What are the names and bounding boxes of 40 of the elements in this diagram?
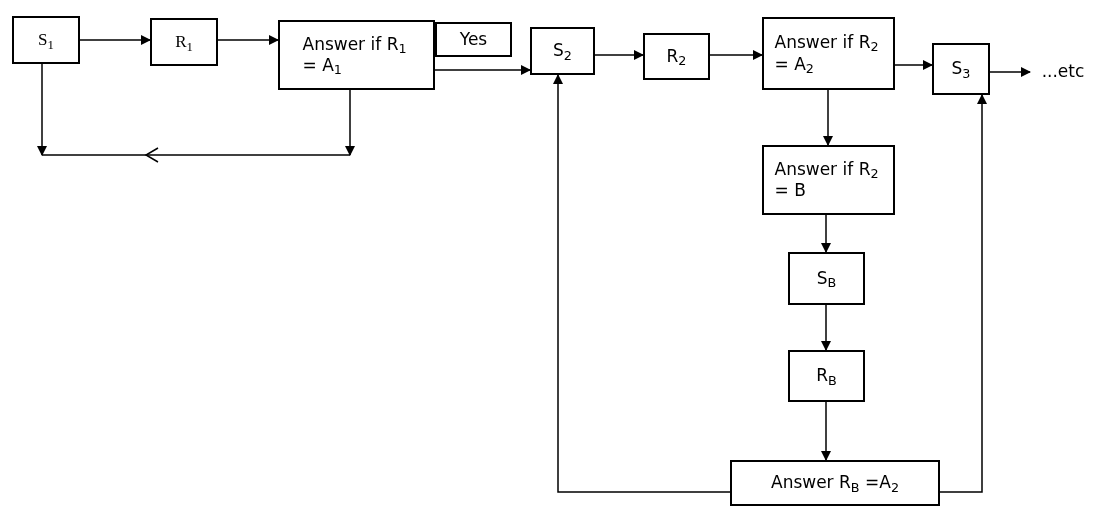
arrow — [821, 214, 831, 253]
continuation-text: ...etc — [1041, 61, 1085, 83]
arrow — [709, 50, 763, 60]
arrow — [79, 35, 151, 45]
process-box — [762, 17, 895, 90]
process-box — [788, 252, 865, 305]
box-label: S$_{B}$ — [816, 267, 837, 290]
process-box — [12, 16, 80, 64]
box-label: R$_{B}$ — [816, 365, 837, 387]
process-box — [932, 43, 990, 95]
process-box — [530, 27, 595, 75]
process-box — [762, 145, 895, 215]
arrow — [434, 65, 531, 75]
box-label: S$_{2}$ — [553, 40, 572, 62]
arrow — [939, 94, 987, 493]
arrow — [821, 401, 831, 461]
arrow — [989, 67, 1031, 77]
box-label: R$_{2}$ — [666, 45, 687, 68]
process-box — [788, 350, 865, 402]
arrow — [37, 63, 47, 156]
arrow — [594, 50, 644, 60]
process-box — [435, 22, 512, 57]
box-label: R$_{1}$ — [175, 31, 193, 53]
arrow — [894, 60, 933, 70]
box-label: Answer if R$_{2}$ = B — [774, 158, 880, 202]
arrow — [217, 35, 279, 45]
arrow — [345, 89, 355, 156]
arrow — [823, 89, 833, 146]
box-label: Answer if R$_{2}$ = A$_{2}$ — [774, 32, 880, 75]
arrow — [553, 74, 731, 493]
process-box — [730, 460, 940, 506]
process-box — [278, 20, 435, 90]
process-box — [150, 18, 218, 66]
box-label: S$_{1}$ — [38, 29, 54, 51]
box-label: S$_{3}$ — [951, 58, 971, 80]
process-box — [643, 33, 710, 80]
box-label: Answer R$_{B}$ =A$_{2}$ — [771, 472, 899, 494]
box-label: Yes — [459, 28, 488, 51]
box-label: Answer if R$_{1}$ = A$_{1}$ — [302, 33, 408, 77]
arrow — [821, 304, 831, 351]
